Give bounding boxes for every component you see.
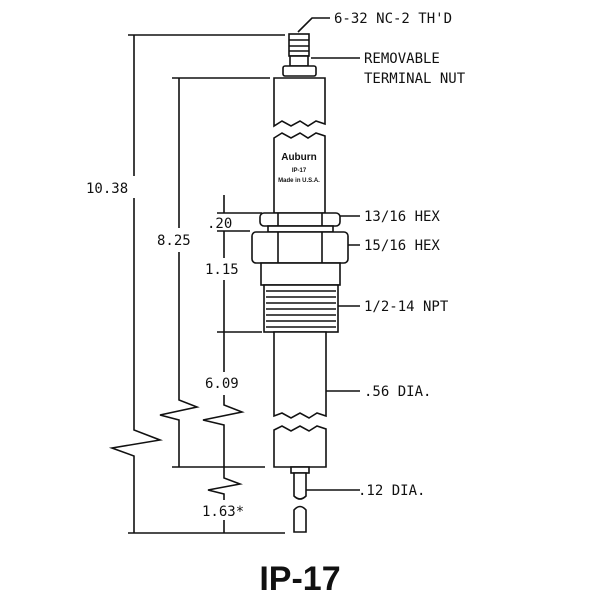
hex-13-16 [259,212,341,227]
dim-thread: 1.15 [205,262,239,278]
hex-15-16 [251,231,349,264]
callout-nut-2: TERMINAL NUT [364,71,466,87]
ignitor-part: Auburn IP-17 Made in U.S.A. [251,33,349,533]
dim-overall: 10.38 [86,181,128,197]
model-marking: IP-17 [292,168,307,174]
callout-dia-rod: .12 DIA. [358,483,425,499]
sheath-tube [273,331,327,419]
terminal-stud [288,33,310,57]
insulator-upper [273,77,326,128]
callout-hex1: 13/16 HEX [364,209,440,225]
dim-tube: 6.09 [205,376,239,392]
dim-body: 8.25 [157,233,191,249]
callout-nut-1: REMOVABLE [364,51,440,67]
origin-marking: Made in U.S.A. [278,178,320,184]
dimension-lines [108,34,285,534]
leader-lines [297,17,360,491]
callout-hex2: 15/16 HEX [364,238,440,254]
drawing-title: IP-17 [259,560,340,598]
dim-rod: 1.63* [202,504,244,520]
callout-npt: 1/2-14 NPT [364,299,449,315]
dim-hex: .20 [207,216,232,232]
callout-thread: 6-32 NC-2 TH'D [334,11,452,27]
terminal-nut [282,65,317,77]
electrode-rod [293,472,307,500]
sheath-tip [273,425,327,468]
callout-dia-body: .56 DIA. [364,384,431,400]
brand-marking: Auburn [281,152,317,163]
